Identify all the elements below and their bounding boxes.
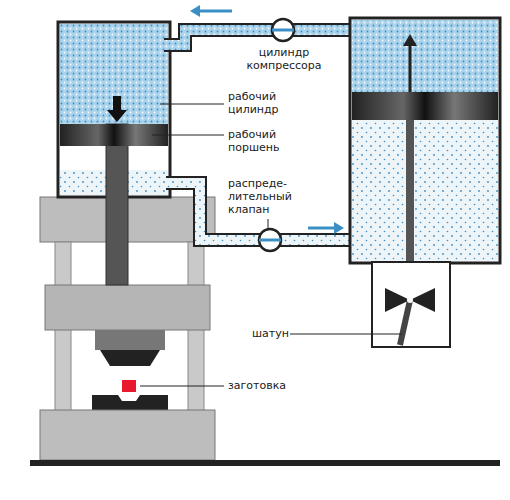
arrow-head [403,34,417,46]
press-ram [45,285,210,330]
part-label: заготовка [226,379,316,392]
arrow [409,44,412,92]
crank [410,288,435,312]
pipe [164,30,352,45]
flow-arrow [308,227,336,230]
arrow [107,96,127,122]
press-base [40,410,215,460]
pipe-fluid [164,30,352,45]
valve [272,19,294,41]
upper-die-holder [95,330,165,350]
connecting-rod [400,300,410,345]
valve-inner [259,239,281,242]
part-label: цилиндр компрессора [224,46,344,72]
compressor-cylinder [350,18,500,263]
upper-die [100,350,160,366]
flow-arrow-head [190,5,200,17]
part-label: рабочий поршень [226,128,316,154]
flow-arrow [198,10,232,13]
fluid [352,120,498,261]
leader-line [152,135,224,136]
leader-line [284,334,402,335]
valve-inner [272,29,294,32]
working-piston [60,124,168,146]
part-label: шатун [250,327,290,340]
compressor-piston [352,92,498,120]
part-label: распреде- лительный клапан [226,177,310,216]
fluid [352,20,498,92]
part-label: рабочий цилиндр [226,90,316,116]
piston-rod [106,124,128,285]
leader-line [140,386,224,387]
valve [259,229,281,251]
crank-pin [407,297,413,303]
workpiece [122,380,136,392]
ground [30,460,500,466]
leader-line [268,219,269,228]
lower-die [92,395,168,410]
leader-line [160,104,224,105]
fluid [60,24,168,124]
flow-arrow-head [334,222,344,234]
